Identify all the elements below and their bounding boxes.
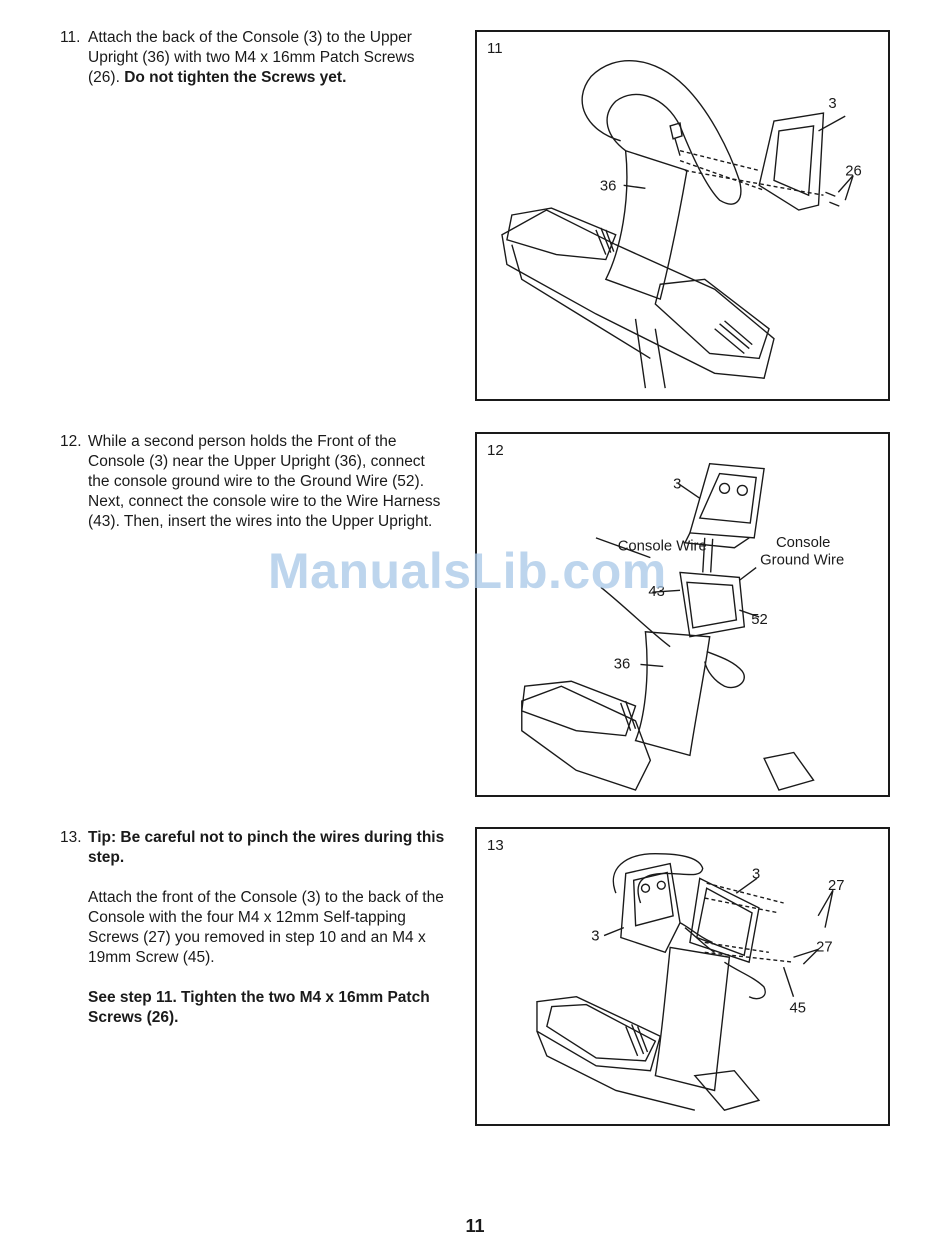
callout-screws: 26 (845, 163, 862, 179)
callout-screw-45: 45 (790, 1001, 806, 1017)
figure-11: 3 26 36 11 (475, 30, 890, 401)
callout-screws-bottom: 27 (816, 939, 832, 955)
step-number: 11. (60, 29, 81, 46)
figure-13-drawing: 3 3 27 27 45 (536, 852, 844, 1111)
callout-console-front: 3 (591, 928, 599, 944)
callout-console-back: 3 (752, 866, 760, 882)
figure-label: 12 (487, 442, 504, 459)
step-13: 13. Tip: Be careful not to pinch the wir… (60, 828, 450, 1028)
figure-12-drawing: 3 Console Wire Console Ground Wire 43 52… (521, 462, 844, 791)
step-text: While a second person holds the Front of… (88, 433, 441, 530)
figure-13: 3 3 27 27 45 13 (475, 827, 890, 1126)
step-number: 13. (60, 829, 82, 846)
callout-ground-b: Ground Wire (760, 553, 844, 569)
figure-12: 3 Console Wire Console Ground Wire 43 52… (475, 432, 890, 797)
step-text: Attach the front of the Console (3) to t… (88, 889, 444, 966)
figure-label: 13 (487, 837, 504, 854)
figure-label: 11 (487, 40, 503, 57)
callout-ground-a: Console (776, 535, 830, 551)
callout-upright: 36 (600, 178, 617, 194)
step-number: 12. (60, 433, 82, 450)
step-note: See step 11. Tighten the two M4 x 16mm P… (88, 989, 430, 1026)
callout-console-wire: Console Wire (618, 539, 707, 555)
watermark: ManualsLib.com (268, 543, 667, 599)
step-text: Attach the back of the Console (3) to th… (88, 29, 415, 86)
step-12: 12. While a second person holds the Fron… (60, 432, 450, 532)
callout-console: 3 (673, 476, 681, 492)
callout-screws-top: 27 (828, 878, 844, 894)
callout-upright: 36 (614, 656, 631, 672)
figure-11-drawing: 3 26 36 (501, 60, 862, 389)
callout-harness: 43 (648, 584, 665, 600)
step-tip: Tip: Be careful not to pinch the wires d… (88, 829, 445, 866)
callout-ground-wire: 52 (751, 612, 768, 628)
step-warning: Do not tighten the Screws yet. (124, 69, 347, 86)
step-11: 11. Attach the back of the Console (3) t… (60, 28, 450, 88)
step-instruction: Attach the back of the Console (3) to th… (88, 28, 450, 88)
callout-console: 3 (828, 96, 836, 112)
page-number: 11 (465, 1216, 485, 1236)
